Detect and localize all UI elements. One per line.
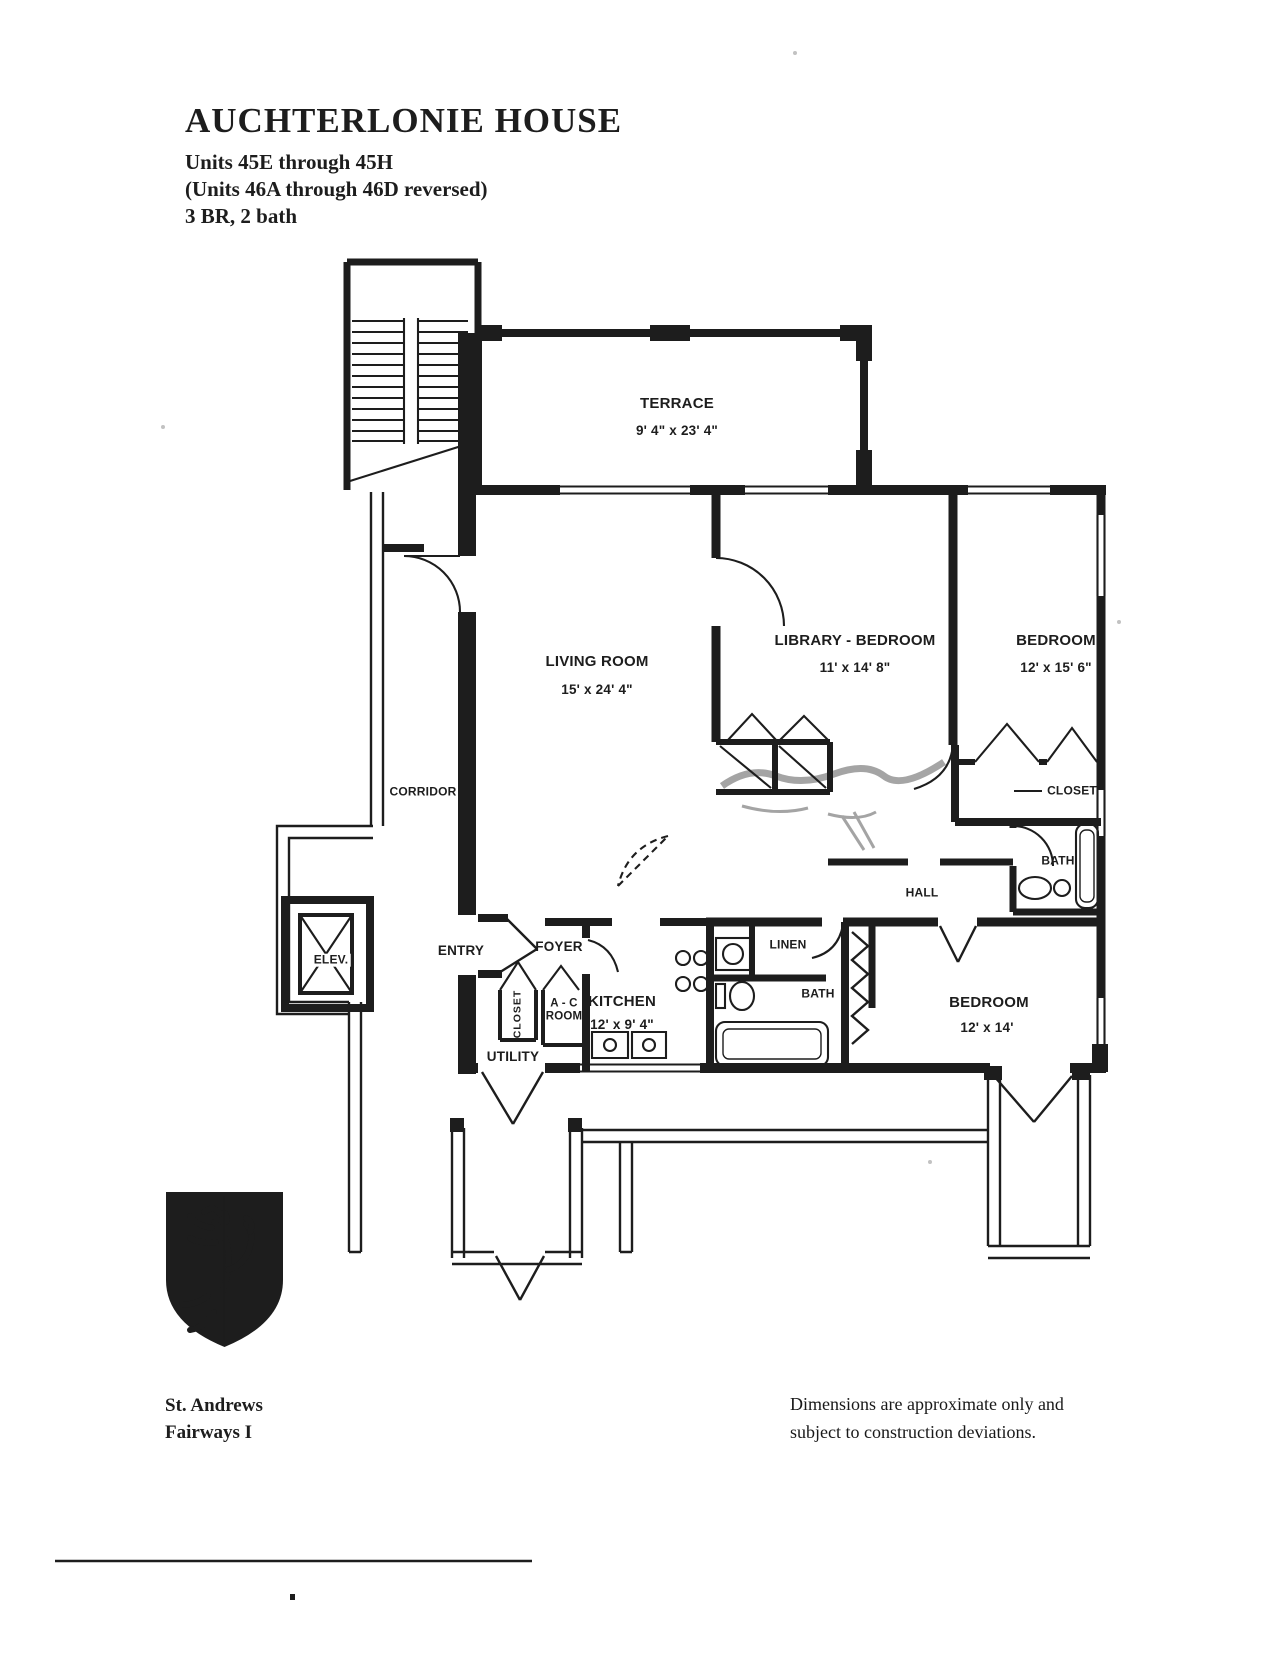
terrace-dims: 9' 4" x 23' 4": [635, 422, 719, 438]
pencil-smudge: [719, 759, 946, 851]
bedroom-closet-walls: [951, 722, 1101, 826]
bathtub-icon: [1074, 822, 1100, 910]
sink-icon: [1017, 875, 1053, 901]
bedroom-upper-label: BEDROOM: [1016, 632, 1096, 650]
linen-label: LINEN: [769, 937, 807, 952]
kitchen-label: KITCHEN: [587, 993, 657, 1011]
terrace-walls: [474, 325, 872, 490]
windows: [560, 485, 1106, 1073]
st-andrews-crest-icon: [166, 1192, 283, 1347]
crest-line1: St. Andrews: [165, 1395, 263, 1416]
main-bath-fixtures: [714, 936, 830, 1068]
scan-line-artifact: [55, 1559, 532, 1600]
stairwell: [343, 258, 482, 490]
library-bedroom-dims: 11' x 14' 8": [819, 659, 891, 675]
utility-label: UTILITY: [486, 1048, 540, 1064]
kitchen-dims: 12' x 9' 4": [590, 1016, 654, 1032]
bath-upper-label: BATH: [1041, 853, 1075, 868]
subtitle-reversed: (Units 46A through 46D reversed): [185, 176, 488, 201]
living-room-label: LIVING ROOM: [545, 653, 649, 671]
crest-caption: St. Andrews Fairways I: [165, 1392, 263, 1446]
bath-main-label: BATH: [801, 986, 835, 1001]
toilet-tank-icon: [714, 982, 727, 1010]
terrace-label: TERRACE: [640, 395, 714, 413]
exterior-walls: [458, 333, 1108, 1074]
drain-icon: [1052, 878, 1072, 898]
title-block: AUCHTERLONIE HOUSE Units 45E through 45H…: [185, 101, 623, 230]
foyer-label: FOYER: [535, 938, 583, 954]
living-room-dims: 15' x 24' 4": [561, 681, 633, 697]
elevator-label: ELEV.: [311, 952, 351, 967]
closet-bedroom-label: CLOSET: [1047, 783, 1097, 798]
kitchen-fixtures: [590, 949, 710, 1060]
bedroom-lower-label: BEDROOM: [949, 994, 1029, 1012]
rampant-lion-icon: [179, 1205, 255, 1333]
scan-specks: [161, 51, 1121, 1164]
stove-burners-icon: [674, 949, 710, 993]
foyer-closets: [498, 960, 586, 1047]
crest-line2: Fairways I: [165, 1422, 253, 1443]
library-bedroom-label: LIBRARY - BEDROOM: [774, 632, 936, 650]
sink-icon: [714, 936, 752, 972]
corridor-walls: [275, 492, 462, 1254]
bedroom-upper-dims: 12' x 15' 6": [1020, 659, 1092, 675]
subtitle-units: Units 45E through 45H: [185, 149, 393, 174]
bedroom-accordion-closet: [841, 922, 876, 1072]
upper-bath: [1009, 822, 1101, 916]
disclaimer: Dimensions are approximate only and subj…: [790, 1394, 1064, 1442]
ac-room-label: A - C ROOM: [545, 997, 583, 1023]
hall-label: HALL: [905, 885, 939, 900]
interior-walls: [478, 490, 1101, 1125]
bedroom-lower-dims: 12' x 14': [960, 1019, 1014, 1035]
toilet-icon: [728, 980, 756, 1012]
subtitle-br-bath: 3 BR, 2 bath: [185, 203, 298, 228]
entry-label: ENTRY: [437, 942, 485, 958]
corridor-label: CORRIDOR: [389, 784, 457, 799]
page-title: AUCHTERLONIE HOUSE: [185, 101, 623, 140]
kitchen-sink-icon: [590, 1030, 668, 1060]
porches: [450, 1066, 1092, 1301]
closet-foyer-label: CLOSET: [511, 989, 524, 1039]
bathtub-icon: [714, 1020, 830, 1068]
